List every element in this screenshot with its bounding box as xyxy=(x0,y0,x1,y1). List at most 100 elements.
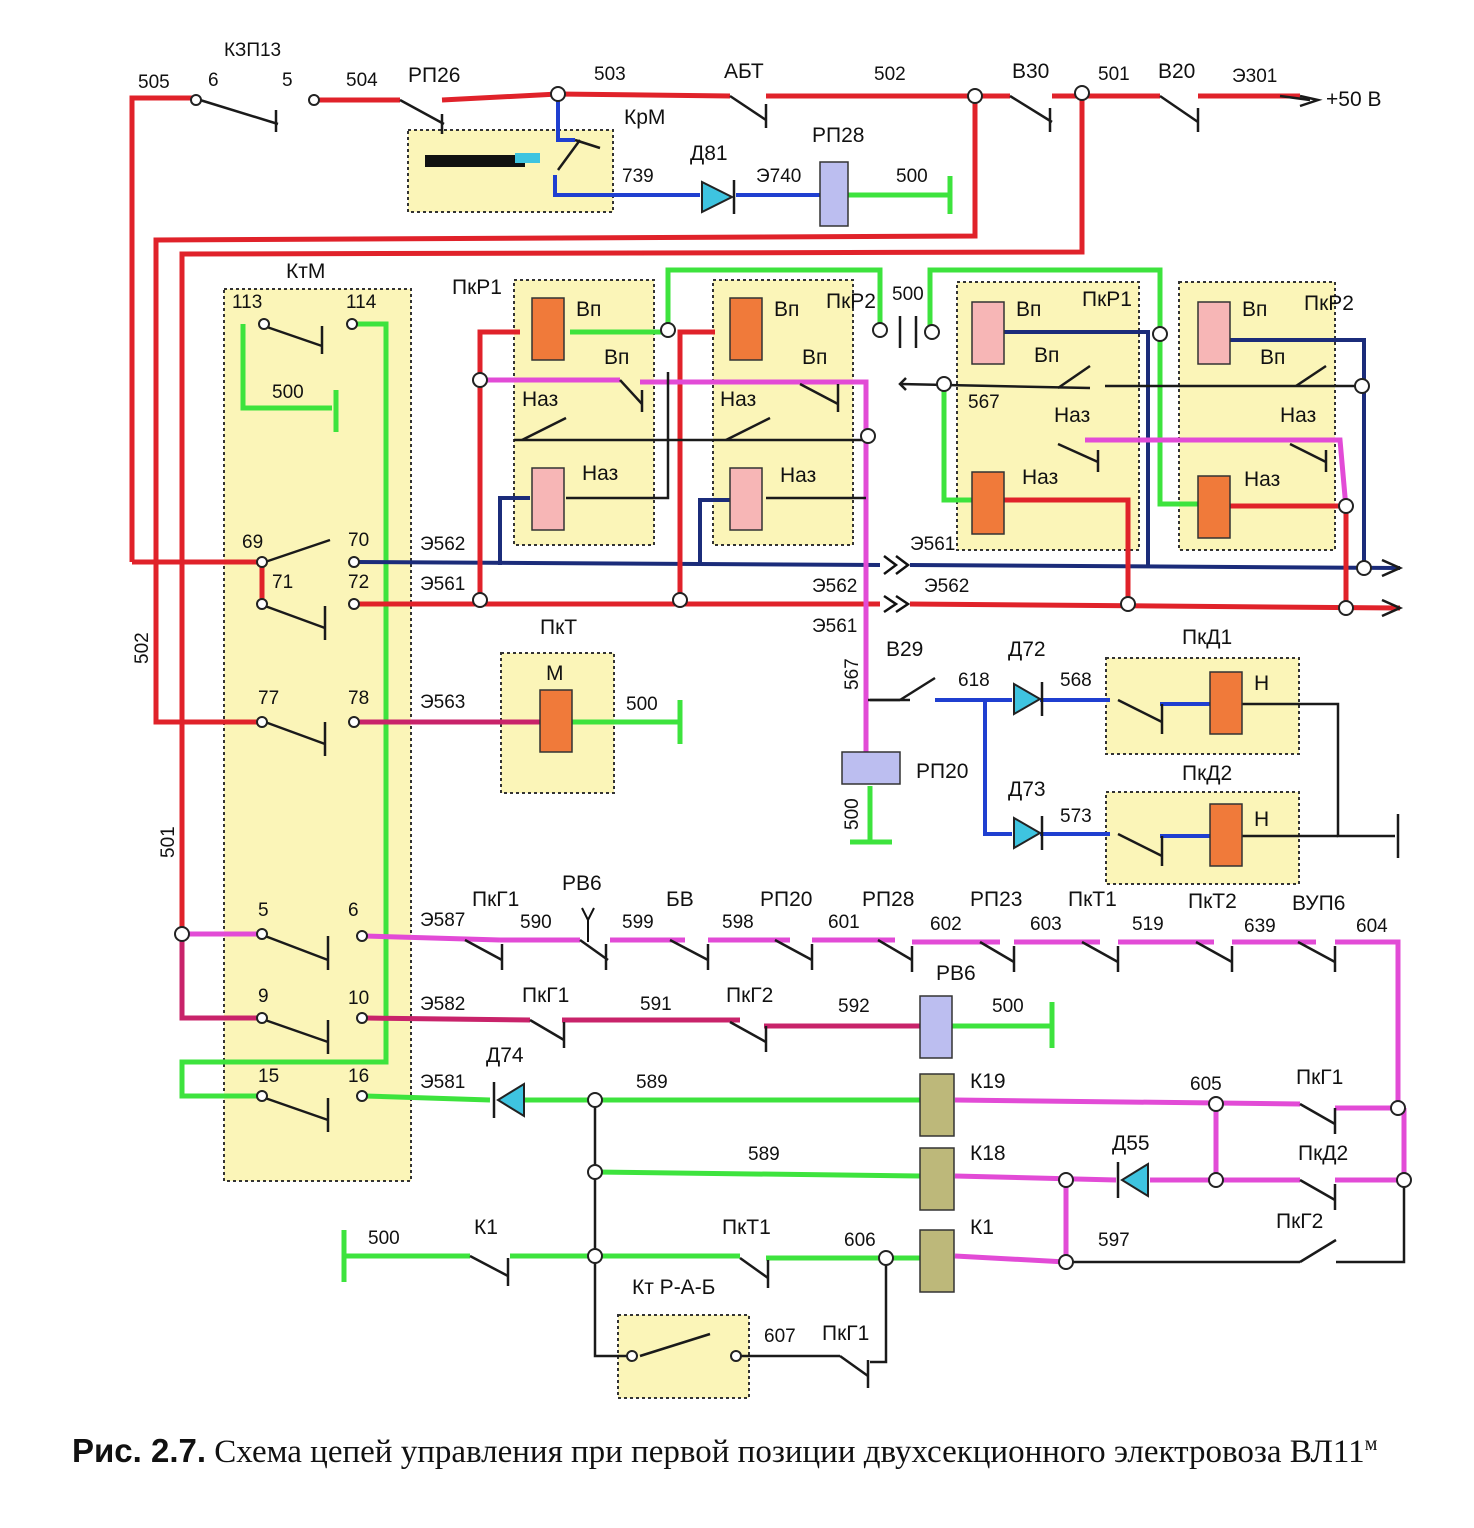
label-c15: 15 xyxy=(258,1066,279,1087)
label-c5b: 5 xyxy=(258,900,269,921)
pkr2-right-vp-coil xyxy=(1197,301,1231,365)
label-501: 501 xyxy=(1098,64,1130,85)
pkd1-coil xyxy=(1209,671,1243,735)
label-pkd1: ПкД1 xyxy=(1182,626,1232,649)
label-v29: В29 xyxy=(886,638,923,661)
pkr1-left-naz-coil xyxy=(531,467,565,531)
k1-coil xyxy=(919,1229,955,1293)
label-c10: 10 xyxy=(348,988,369,1009)
label-k18: К18 xyxy=(970,1142,1006,1165)
label-rp28: РП28 xyxy=(812,124,864,147)
label-604: 604 xyxy=(1356,916,1388,937)
label-591: 591 xyxy=(640,994,672,1015)
arrows xyxy=(581,94,1404,942)
label-519: 519 xyxy=(1132,914,1164,935)
label-pkg2b: ПкГ2 xyxy=(1276,1210,1323,1233)
label-naz-1: Наз xyxy=(522,388,558,411)
label-e563: Э563 xyxy=(420,692,465,713)
label-m: М xyxy=(546,662,564,685)
coils xyxy=(425,153,1243,1293)
label-c6: 6 xyxy=(208,70,219,91)
label-vp-5: Вп xyxy=(1016,298,1041,321)
label-d72: Д72 xyxy=(1008,638,1046,661)
label-505: 505 xyxy=(138,72,170,93)
label-502: 502 xyxy=(874,64,906,85)
krm-handle xyxy=(425,155,525,167)
label-e581: Э581 xyxy=(420,1072,465,1093)
label-vp-4: Вп xyxy=(802,346,827,369)
pkr1-left-vp-coil xyxy=(531,297,565,361)
label-77: 77 xyxy=(258,688,279,709)
label-501v: 501 xyxy=(158,826,179,858)
label-592: 592 xyxy=(838,996,870,1017)
label-e740: Э740 xyxy=(756,166,801,187)
label-605: 605 xyxy=(1190,1074,1222,1095)
label-vup6: ВУП6 xyxy=(1292,892,1345,915)
label-naz-8: Наз xyxy=(1244,468,1280,491)
caption-model: ВЛ11 xyxy=(1289,1434,1365,1470)
label-naz-5: Наз xyxy=(1054,404,1090,427)
label-pkg1c: ПкГ1 xyxy=(1296,1066,1343,1089)
label-c9: 9 xyxy=(258,986,269,1007)
label-e561c: Э561 xyxy=(910,534,955,555)
label-d55: Д55 xyxy=(1112,1132,1150,1155)
label-vp-2: Вп xyxy=(604,346,629,369)
label-606: 606 xyxy=(844,1230,876,1251)
label-pkr2-left: ПкР2 xyxy=(826,290,876,313)
label-pkr1-left: ПкР1 xyxy=(452,276,502,299)
label-e301: Э301 xyxy=(1232,66,1277,87)
label-589a: 589 xyxy=(636,1072,668,1093)
label-k1a: К1 xyxy=(474,1216,498,1239)
label-599: 599 xyxy=(622,912,654,933)
label-ktrab: Кт Р-А-Б xyxy=(632,1276,715,1299)
label-pkg1b: ПкГ1 xyxy=(522,984,569,1007)
control-circuit-diagram: .lbl { font-family: "Liberation Sans", s… xyxy=(129,40,1412,1399)
d72-icon xyxy=(1013,682,1043,716)
label-639: 639 xyxy=(1244,916,1276,937)
d81-icon xyxy=(701,180,735,214)
label-v30: В30 xyxy=(1012,60,1049,83)
label-500a: 500 xyxy=(896,166,928,187)
label-pkt2: ПкТ2 xyxy=(1188,890,1237,913)
label-naz-2: Наз xyxy=(582,462,618,485)
label-pkr2-right: ПкР2 xyxy=(1304,292,1354,315)
label-kzp13: КЗП13 xyxy=(224,40,281,61)
label-504: 504 xyxy=(346,70,378,91)
pkt-coil xyxy=(539,689,573,753)
label-500c: 500 xyxy=(892,284,924,305)
label-v20: В20 xyxy=(1158,60,1195,83)
label-abt: АБТ xyxy=(724,60,764,83)
label-ktm: КтМ xyxy=(286,260,325,283)
label-503: 503 xyxy=(594,64,626,85)
label-607: 607 xyxy=(764,1326,796,1347)
label-vp-3: Вп xyxy=(774,298,799,321)
pkr1-right-vp-coil xyxy=(971,301,1005,365)
label-vp-7: Вп xyxy=(1242,298,1267,321)
pkr2-right-naz-coil xyxy=(1197,475,1231,539)
label-rv6b: РВ6 xyxy=(936,962,976,985)
label-vp-6: Вп xyxy=(1034,344,1059,367)
wires xyxy=(129,91,1407,1364)
label-n1: Н xyxy=(1254,672,1269,695)
label-500e: 500 xyxy=(842,798,863,830)
label-567b: 567 xyxy=(842,658,863,690)
d74-icon xyxy=(496,1082,525,1118)
label-pkt1a: ПкТ1 xyxy=(1068,888,1117,911)
label-pkd2b: ПкД2 xyxy=(1298,1142,1348,1165)
label-rp20b: РП20 xyxy=(760,888,812,911)
label-500f: 500 xyxy=(992,996,1024,1017)
label-567a: 567 xyxy=(968,392,1000,413)
d73-icon xyxy=(1013,816,1043,850)
label-e562a: Э562 xyxy=(420,534,465,555)
label-500g: 500 xyxy=(368,1228,400,1249)
label-pkd2: ПкД2 xyxy=(1182,762,1232,785)
label-500b: 500 xyxy=(272,382,304,403)
rp28-coil xyxy=(819,161,849,227)
contacts xyxy=(199,94,1337,1388)
k19-coil xyxy=(919,1073,955,1137)
label-573: 573 xyxy=(1060,806,1092,827)
label-krm: КрМ xyxy=(624,106,665,129)
label-vp-1: Вп xyxy=(576,298,601,321)
label-pkg2a: ПкГ2 xyxy=(726,984,773,1007)
label-602: 602 xyxy=(930,914,962,935)
